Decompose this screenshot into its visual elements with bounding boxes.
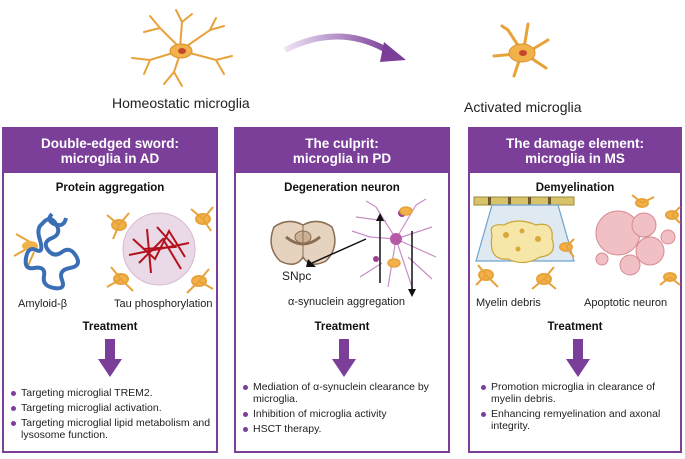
midbrain-snpc-icon <box>270 220 336 265</box>
panel-ms: The damage element: microglia in MS Demy… <box>468 127 682 453</box>
panel-ms-title-line1: The damage element: <box>505 136 645 151</box>
apoptotic-neuron-icon <box>595 194 681 286</box>
list-item: Mediation of α-synuclein clearance by mi… <box>242 381 444 405</box>
list-item: Targeting microglial activation. <box>10 402 212 414</box>
panel-ms-treatment-list: Promotion microglia in clearance of myel… <box>480 381 676 435</box>
panel-pd-down-arrow-icon <box>332 339 356 377</box>
panel-ad-section-title: Protein aggregation <box>55 182 165 194</box>
panel-ad-caption-left: Amyloid-β <box>18 298 68 310</box>
panel-ms-title-line2: microglia in MS <box>525 151 625 166</box>
activated-microglia-icon <box>492 22 550 78</box>
panel-ms-header: The damage element: microglia in MS <box>470 129 680 173</box>
panel-ad-title-line2: microglia in AD <box>60 151 160 166</box>
degenerating-neuron-icon <box>306 198 437 297</box>
panel-pd-caption-left: SNpc <box>282 269 312 283</box>
panel-ad-title-line1: Double-edged sword: <box>41 136 179 151</box>
panel-ms-caption-right: Apoptotic neuron <box>584 297 668 309</box>
panel-ad-caption-right: Tau phosphorylation <box>114 298 213 310</box>
panel-ad: Double-edged sword: microglia in AD Prot… <box>2 127 218 453</box>
panel-ms-treatment-label: Treatment <box>547 321 603 333</box>
panel-pd-section-title: Degeneration neuron <box>284 182 400 194</box>
panel-ms-caption-left: Myelin debris <box>476 297 541 309</box>
panel-ms-down-arrow-icon <box>566 339 590 377</box>
panel-pd: The culprit: microglia in PD Degeneratio… <box>234 127 450 453</box>
panel-ad-treatment-list: Targeting microglial TREM2. Targeting mi… <box>10 387 212 444</box>
panel-ad-header: Double-edged sword: microglia in AD <box>4 129 216 173</box>
panel-ad-down-arrow-icon <box>98 339 122 377</box>
panel-pd-title-line1: The culprit: <box>305 136 379 151</box>
panel-pd-treatment-list: Mediation of α-synuclein clearance by mi… <box>242 381 444 438</box>
list-item: Promotion microglia in clearance of myel… <box>480 381 676 405</box>
panel-pd-caption-right: α-synuclein aggregation <box>288 296 406 308</box>
transition-arrow-icon <box>283 33 406 62</box>
panel-pd-treatment-label: Treatment <box>314 321 370 333</box>
list-item: Targeting microglial TREM2. <box>10 387 212 399</box>
panel-pd-header: The culprit: microglia in PD <box>236 129 448 173</box>
amyloid-beta-icon <box>13 212 80 291</box>
panel-ad-treatment-label: Treatment <box>82 321 138 333</box>
panel-pd-title-line2: microglia in PD <box>292 151 392 166</box>
panel-ms-section-title: Demyelination <box>535 182 615 194</box>
activated-label: Activated microglia <box>464 99 582 115</box>
tau-tangle-icon <box>106 206 214 294</box>
homeostatic-microglia-icon <box>131 9 233 87</box>
list-item: Enhancing remyelination and axonal integ… <box>480 408 676 432</box>
list-item: HSCT therapy. <box>242 423 444 435</box>
list-item: Inhibition of microglia activity <box>242 408 444 420</box>
list-item: Targeting microglial lipid metabolism an… <box>10 417 212 441</box>
homeostatic-label: Homeostatic microglia <box>112 95 250 111</box>
myelin-debris-icon <box>473 196 575 290</box>
